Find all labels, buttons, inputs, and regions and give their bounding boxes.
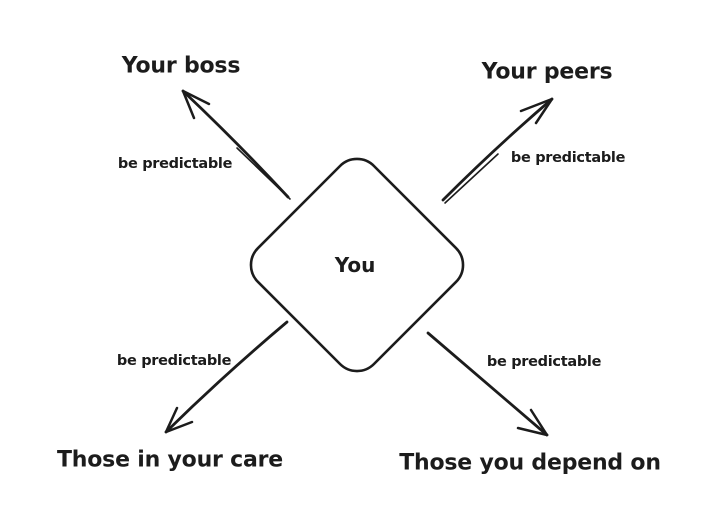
edge-label-peers: be predictable — [510, 150, 626, 166]
arrow-to-care — [164, 320, 289, 434]
edge-label-care: be predictable — [116, 353, 232, 369]
arrow-to-boss — [181, 89, 291, 200]
arrowhead-boss — [181, 89, 211, 120]
edge-label-depend: be predictable — [486, 354, 602, 370]
center-node-label: You — [334, 253, 376, 277]
arrowhead-care — [164, 406, 194, 434]
arrow-to-peers — [441, 97, 554, 204]
node-label-peers: Your peers — [481, 59, 613, 85]
node-label-boss: Your boss — [121, 53, 241, 79]
node-label-care: Those in your care — [56, 447, 284, 473]
node-label-depend: Those you depend on — [399, 450, 661, 476]
arrowhead-peers — [519, 97, 554, 125]
arrowhead-depend — [516, 408, 549, 437]
edge-label-boss: be predictable — [117, 156, 233, 172]
arrow-to-depend — [426, 331, 549, 437]
you-node-shape — [249, 157, 465, 373]
